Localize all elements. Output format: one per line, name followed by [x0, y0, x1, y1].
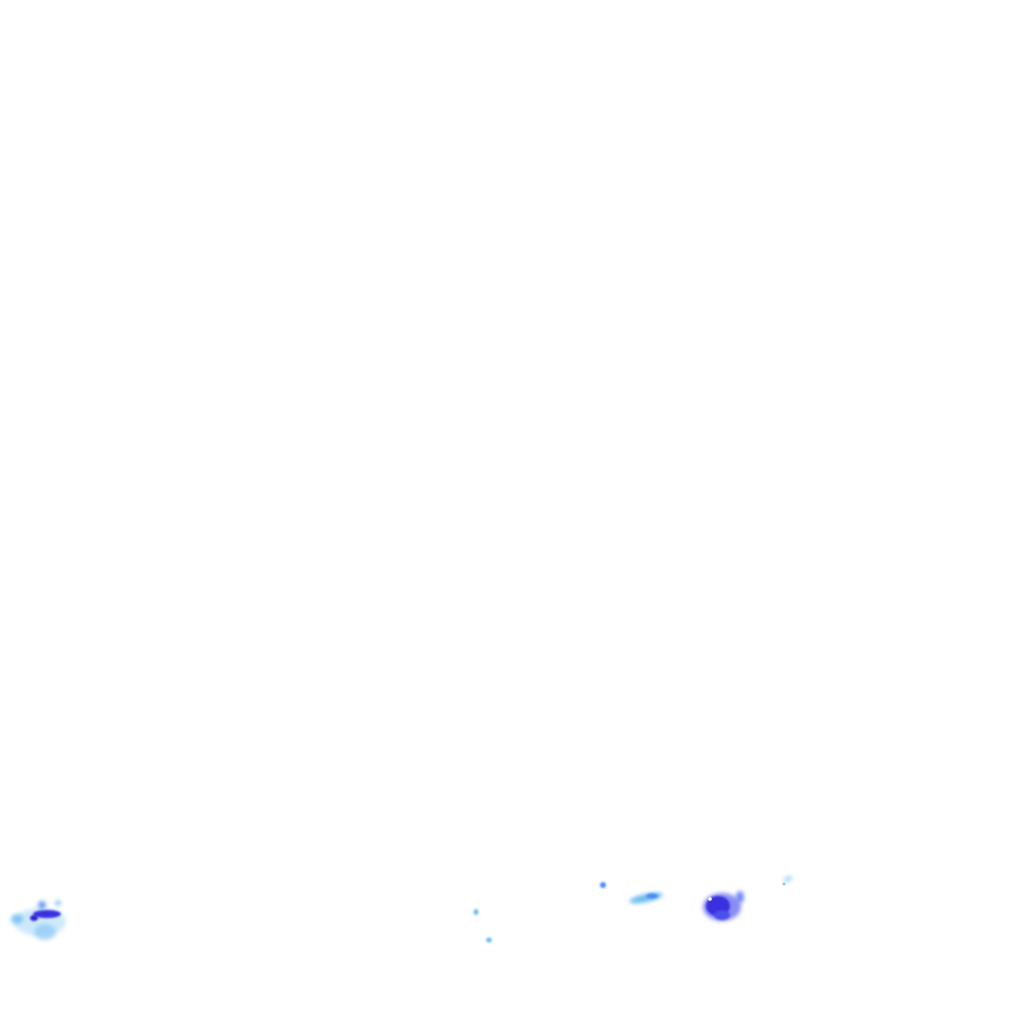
- echo-dot-far-east: [782, 882, 786, 886]
- echo-cluster-west-top: [38, 901, 46, 909]
- echo-cell-east-core: [703, 891, 744, 921]
- echo-cell-east-tail: [736, 891, 744, 903]
- echo-cluster-west-topright: [55, 900, 61, 906]
- echo-band-east-core: [646, 893, 658, 899]
- echo-cluster-west-left: [11, 914, 23, 924]
- echo-cluster-west: [11, 900, 66, 940]
- echo-cell-east-hole: [708, 897, 712, 901]
- echo-speck-center-1: [473, 909, 479, 915]
- echo-fleck-far-east: [783, 875, 793, 883]
- echo-cluster-west-core: [33, 910, 61, 918]
- echo-cluster-west-core-tip: [30, 915, 38, 921]
- echo-cluster-west-lower: [34, 924, 56, 940]
- echo-speck-center-2: [486, 937, 492, 943]
- echo-speck-east-1: [600, 882, 606, 888]
- echo-cell-east-lower: [714, 910, 730, 920]
- echo-band-east: [629, 892, 663, 904]
